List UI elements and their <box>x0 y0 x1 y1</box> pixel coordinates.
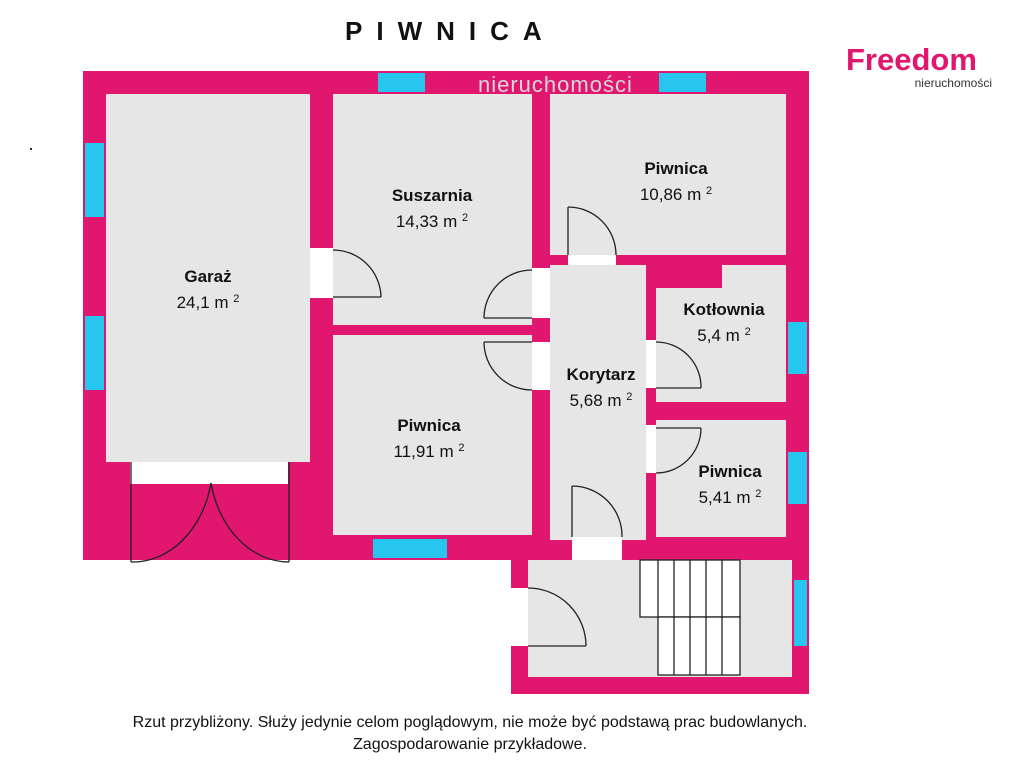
plan-title: PIWNICA <box>345 16 556 46</box>
floor-piwnica-small <box>656 420 786 537</box>
room-name: Suszarnia <box>391 186 473 205</box>
room-area: 11,91 m <box>393 442 454 461</box>
gap-korytarz-annex <box>572 537 622 560</box>
room-label-suszarnia: Suszarnia 14,33 m 2 <box>372 185 492 233</box>
gap-annex-door <box>511 588 528 646</box>
room-name: Piwnica <box>698 462 762 481</box>
logo-brand: Freedom <box>846 42 977 77</box>
gap-korytarz-kotlownia <box>646 340 656 388</box>
area-unit-sup: 2 <box>458 442 465 454</box>
window-top-2 <box>659 73 706 92</box>
windows <box>85 73 807 646</box>
window-top-1 <box>378 73 425 92</box>
room-label-kotlownia: Kotłownia 5,4 m 2 <box>664 299 784 347</box>
floor-korytarz <box>550 265 646 540</box>
disclaimer-note: Rzut przybliżony. Służy jedynie celom po… <box>0 712 940 756</box>
gap-korytarz-piwnica-small <box>646 425 656 473</box>
floor-piwnica-top <box>550 94 786 255</box>
window-right-2 <box>788 452 807 504</box>
room-area: 5,4 m <box>697 326 740 345</box>
room-area: 24,1 m <box>176 293 229 312</box>
stray-dot <box>30 148 32 150</box>
wall-notch <box>646 255 722 288</box>
room-label-piwnica-small: Piwnica 5,41 m 2 <box>670 461 790 509</box>
watermark: nieruchomości <box>478 72 633 97</box>
room-name: Kotłownia <box>683 300 765 319</box>
disclaimer-line-1: Rzut przybliżony. Służy jedynie celom po… <box>132 714 808 731</box>
window-bottom-1 <box>373 539 447 558</box>
freedom-logo: Freedom nieruchomości <box>846 42 996 91</box>
floor-suszarnia <box>333 94 532 325</box>
room-area: 5,41 m <box>698 488 751 507</box>
area-unit-sup: 2 <box>462 212 469 224</box>
area-unit-sup: 2 <box>755 488 762 500</box>
room-area: 10,86 m <box>639 185 702 204</box>
room-name: Piwnica <box>644 159 708 178</box>
window-left-1 <box>85 143 104 217</box>
gap-piwnica-top-korytarz <box>568 255 616 265</box>
gap-garage-suszarnia <box>310 248 333 298</box>
window-right-1 <box>788 322 807 374</box>
area-unit-sup: 2 <box>233 293 240 305</box>
area-unit-sup: 2 <box>706 185 713 197</box>
window-left-2 <box>85 316 104 390</box>
gap-suszarnia-korytarz <box>532 268 550 318</box>
room-label-garaz: Garaż 24,1 m 2 <box>148 266 268 314</box>
floor-piwnica-left <box>333 335 532 535</box>
gap-piwnica-korytarz <box>532 342 550 390</box>
window-right-3 <box>794 580 807 646</box>
logo-sub: nieruchomości <box>914 76 992 90</box>
room-area: 14,33 m <box>395 212 458 231</box>
floor-garage <box>106 94 310 462</box>
room-name: Garaż <box>184 267 232 286</box>
stairs <box>639 559 741 676</box>
room-name: Korytarz <box>566 365 636 384</box>
room-area: 5,68 m <box>569 391 622 410</box>
area-unit-sup: 2 <box>744 326 751 338</box>
disclaimer-line-2: Zagospodarowanie przykładowe. <box>353 736 587 753</box>
room-label-piwnica-top: Piwnica 10,86 m 2 <box>616 158 736 206</box>
door-swings <box>130 206 702 647</box>
area-unit-sup: 2 <box>626 391 633 403</box>
room-label-piwnica-left: Piwnica 11,91 m 2 <box>369 415 489 463</box>
room-name: Piwnica <box>397 416 461 435</box>
room-label-korytarz: Korytarz 5,68 m 2 <box>541 364 661 412</box>
garage-opening <box>130 462 288 484</box>
